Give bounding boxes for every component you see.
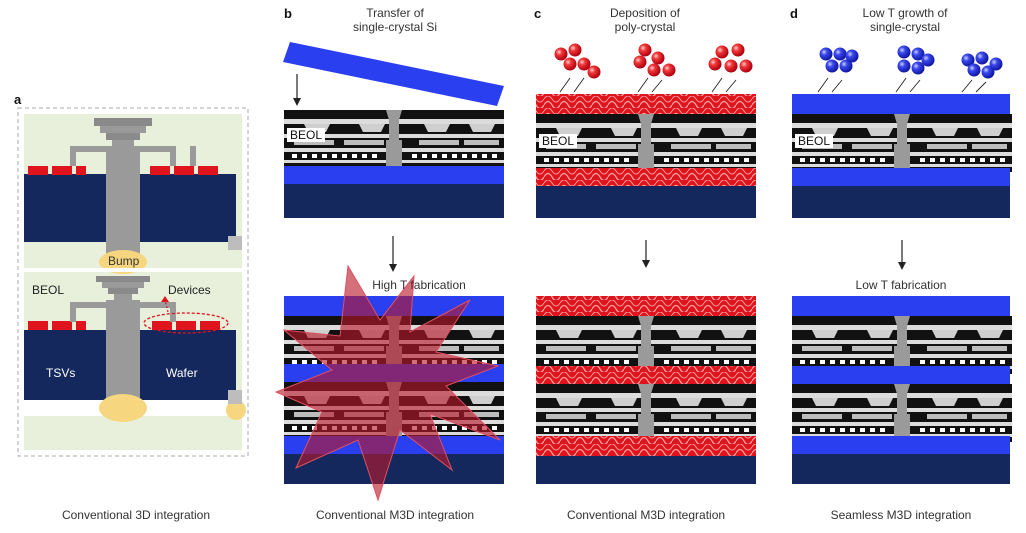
wafer-label: Wafer [166, 366, 198, 380]
panel-c-letter: c [534, 6, 542, 21]
panel-d-title: Low T growth of single-crystal [830, 6, 980, 34]
panel-b-title: Transfer of single-crystal Si [320, 6, 470, 34]
panel-a-diagram [17, 107, 249, 457]
panel-c-title: Deposition of poly-crystal [570, 6, 720, 34]
panel-c-title-line1: Deposition of [609, 6, 681, 20]
caption-b: Conventional M3D integration [315, 508, 475, 522]
devices-label: Devices [168, 283, 211, 297]
panel-c-title-line2: poly-crystal [614, 20, 676, 34]
panel-d-title-line1: Low T growth of [862, 6, 948, 20]
caption-d: Seamless M3D integration [830, 508, 972, 522]
beol-label-a: BEOL [32, 283, 65, 297]
panel-b-title-line2: single-crystal Si [352, 20, 438, 34]
step-label-d: Low T fabrication [855, 278, 947, 292]
panel-a-letter: a [14, 92, 22, 107]
beol-label-c: BEOL [539, 134, 578, 148]
beol-label-d: BEOL [795, 134, 834, 148]
beol-label-b: BEOL [287, 128, 326, 142]
caption-c: Conventional M3D integration [566, 508, 726, 522]
caption-a: Conventional 3D integration [61, 508, 211, 522]
panel-b-title-line1: Transfer of [366, 6, 424, 20]
panel-d-title-line2: single-crystal [869, 20, 941, 34]
panel-b-diagram [274, 42, 504, 502]
step-label-b: High T fabrication [372, 278, 466, 292]
panel-c-diagram [536, 43, 756, 484]
bump-label: Bump [108, 254, 140, 268]
tsvs-label: TSVs [46, 366, 76, 380]
high-temperature-burst [274, 264, 501, 502]
panel-d-diagram [792, 45, 1012, 484]
panel-d-letter: d [790, 6, 798, 21]
panel-b-letter: b [284, 6, 292, 21]
